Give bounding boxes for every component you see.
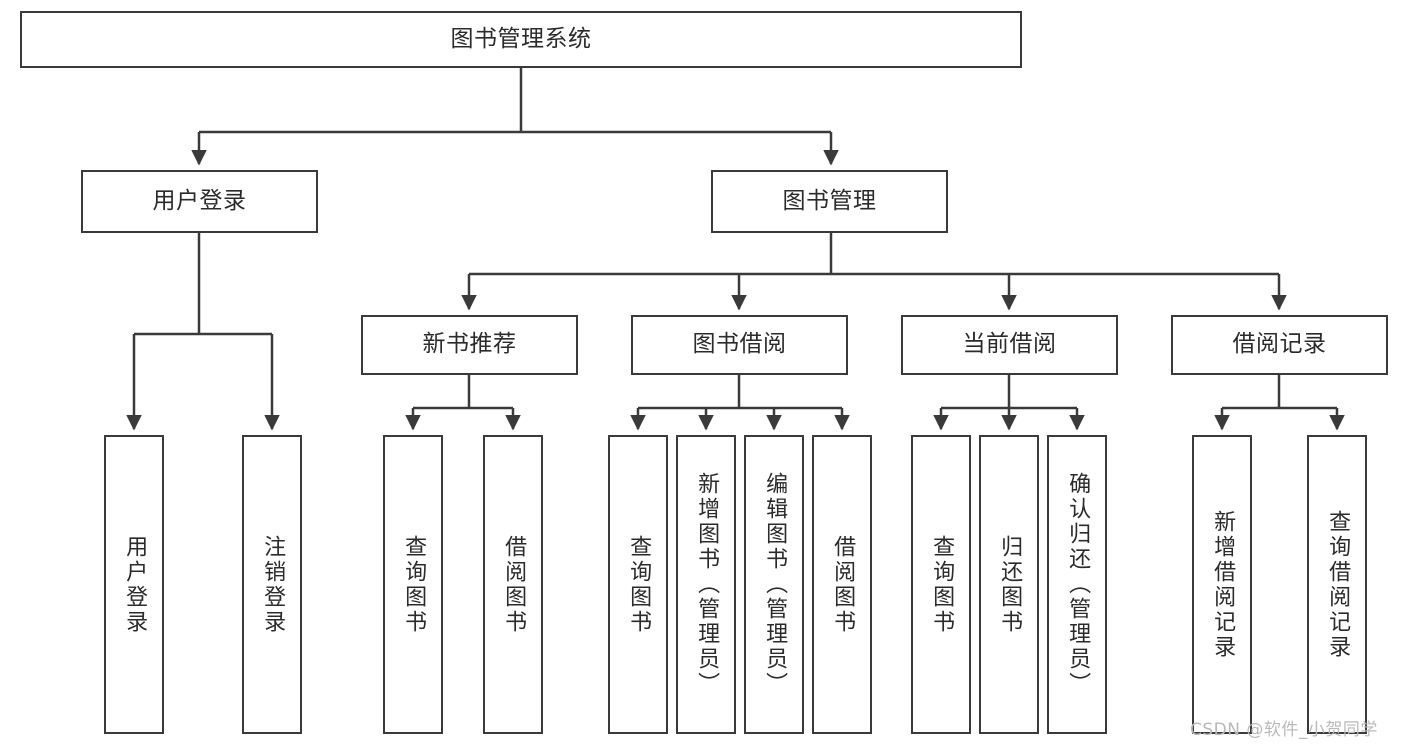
leaf-current-return-book[interactable]: 归还图书 xyxy=(979,435,1039,734)
node-label: 用户登录 xyxy=(152,187,247,214)
leaf-logout[interactable]: 注销登录 xyxy=(242,435,302,734)
node-label: 归还图书 xyxy=(997,534,1023,635)
node-label: 当前借阅 xyxy=(962,331,1057,358)
node-borrow-records[interactable]: 借阅记录 xyxy=(1171,315,1388,375)
leaf-records-query-record[interactable]: 查询借阅记录 xyxy=(1307,435,1367,734)
leaf-borrow-add-book-admin[interactable]: 新增图书（管理员） xyxy=(676,435,736,734)
node-label: 用户登录 xyxy=(122,534,148,635)
leaf-current-query-book[interactable]: 查询图书 xyxy=(911,435,971,734)
node-label: 查询图书 xyxy=(929,534,955,635)
node-label: 编辑图书（管理员） xyxy=(762,472,788,697)
node-user-login[interactable]: 用户登录 xyxy=(81,170,318,233)
node-label: 查询图书 xyxy=(626,534,652,635)
node-new-book-recommend[interactable]: 新书推荐 xyxy=(361,315,578,375)
node-label: 新增借阅记录 xyxy=(1210,509,1236,660)
leaf-user-login[interactable]: 用户登录 xyxy=(104,435,164,734)
node-label: 查询借阅记录 xyxy=(1325,509,1351,660)
node-label: 查询图书 xyxy=(401,534,427,635)
leaf-borrow-borrow-book[interactable]: 借阅图书 xyxy=(812,435,872,734)
leaf-borrow-query-book[interactable]: 查询图书 xyxy=(608,435,668,734)
node-label: 注销登录 xyxy=(260,534,286,635)
node-book-management[interactable]: 图书管理 xyxy=(711,170,948,233)
node-label: 新书推荐 xyxy=(422,331,517,358)
leaf-current-confirm-return-admin[interactable]: 确认归还（管理员） xyxy=(1047,435,1107,734)
leaf-borrow-edit-book-admin[interactable]: 编辑图书（管理员） xyxy=(744,435,804,734)
node-label: 图书管理 xyxy=(782,187,877,214)
node-label: 新增图书（管理员） xyxy=(694,472,720,697)
node-book-borrow[interactable]: 图书借阅 xyxy=(631,315,848,375)
node-label: 借阅记录 xyxy=(1232,331,1327,358)
node-label: 借阅图书 xyxy=(830,534,856,635)
node-label: 确认归还（管理员） xyxy=(1065,472,1091,697)
node-label: 图书管理系统 xyxy=(450,25,592,52)
leaf-records-add-record[interactable]: 新增借阅记录 xyxy=(1192,435,1252,734)
node-label: 图书借阅 xyxy=(692,331,787,358)
node-label: 借阅图书 xyxy=(501,534,527,635)
leaf-recommend-query-book[interactable]: 查询图书 xyxy=(383,435,443,734)
csdn-watermark: CSDN @软件_小贺同学 xyxy=(1190,720,1378,740)
node-current-borrow[interactable]: 当前借阅 xyxy=(901,315,1118,375)
node-root-system[interactable]: 图书管理系统 xyxy=(20,11,1022,68)
leaf-recommend-borrow-book[interactable]: 借阅图书 xyxy=(483,435,543,734)
